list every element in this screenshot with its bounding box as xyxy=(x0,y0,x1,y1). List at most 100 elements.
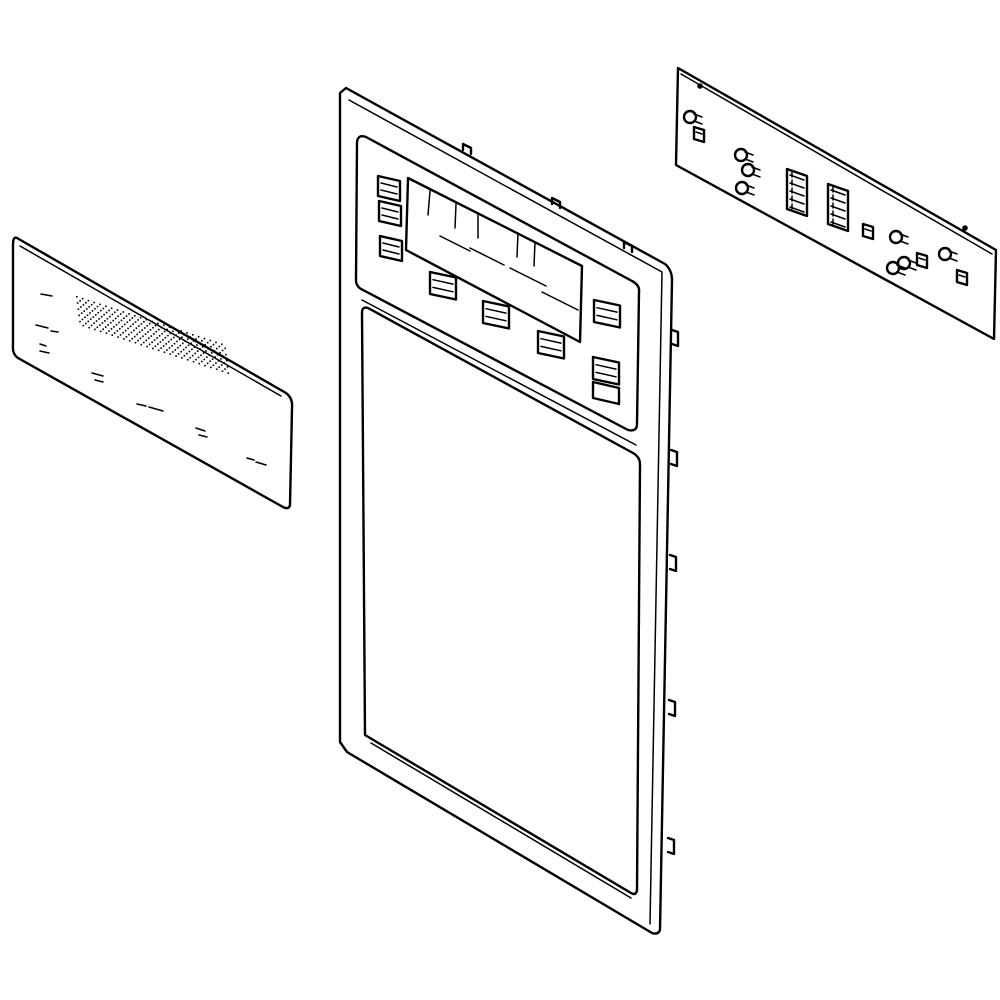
frame-outer-edge xyxy=(338,86,674,935)
panel-lower-button-3 xyxy=(536,329,566,360)
frame-upper-buttons xyxy=(376,174,404,263)
board-connector-8-pin xyxy=(864,228,872,232)
board-header-7-pin-3 xyxy=(830,202,846,212)
board-header-6-pin-1 xyxy=(789,171,805,181)
panel-lower-button-2-outline xyxy=(481,299,511,330)
frame-right-tab-3 xyxy=(668,553,678,573)
panel-lower-button-4 xyxy=(592,298,622,329)
panel-upper-button-1-outline xyxy=(376,174,402,203)
board-connector-2-body xyxy=(692,125,706,144)
control-area-outline xyxy=(354,134,641,432)
board-switch-1-cap xyxy=(682,109,698,125)
display-window-cutout xyxy=(404,176,584,344)
board-switch-9-cap xyxy=(888,229,904,245)
overlay-marking-5 xyxy=(136,403,164,412)
board-header-7-pin-5 xyxy=(830,218,846,228)
board-connector-13-pin xyxy=(958,274,966,278)
board-switch-5 xyxy=(734,180,755,196)
panel-upper-button-2-outline xyxy=(377,199,403,228)
board-switch-4-leads xyxy=(751,166,761,178)
board-header-7-pin-4 xyxy=(830,210,846,220)
panel-upper-button-1-detail xyxy=(380,182,398,195)
window-top-lip xyxy=(361,299,637,446)
board-header-7-pin-1 xyxy=(830,186,846,196)
panel-upper-button-3 xyxy=(378,234,404,263)
board-switch-12 xyxy=(937,246,958,262)
board-led-14-dot xyxy=(697,83,703,89)
board-switch-10 xyxy=(896,255,917,271)
board-switch-5-cap xyxy=(734,180,750,196)
overlay-button-markings xyxy=(35,293,267,466)
panel-lower-button-5 xyxy=(591,355,621,386)
board-connector-11 xyxy=(915,251,929,270)
board-header-6-pin-5 xyxy=(789,203,805,213)
board-header-6-pin-2 xyxy=(789,179,805,189)
panel-lower-button-3-detail xyxy=(540,337,562,352)
board-header-6 xyxy=(785,167,809,218)
overlay-marking-6 xyxy=(195,427,208,438)
board-header-6-housing xyxy=(785,167,809,218)
frame-mounting-tabs xyxy=(461,142,680,856)
window-opening xyxy=(360,306,642,896)
panel-lower-button-2 xyxy=(481,299,511,330)
overlay-marking-1 xyxy=(40,293,53,297)
board-switch-1-leads xyxy=(693,113,703,125)
overlay-display-dot-matrix xyxy=(76,296,230,374)
panel-lower-button-5-detail xyxy=(595,363,617,378)
control-panel-overlay xyxy=(11,236,294,510)
board-connector-8 xyxy=(861,222,875,241)
board-connector-11-pin xyxy=(918,257,926,261)
panel-lower-button-1 xyxy=(428,270,458,301)
frame-top-tab-2 xyxy=(550,196,562,210)
board-switch-16-leads xyxy=(896,264,906,276)
panel-upper-button-2 xyxy=(377,199,403,228)
board-led-14 xyxy=(697,83,703,89)
panel-lower-button-extra xyxy=(591,380,621,406)
control-circuit-board xyxy=(674,66,998,341)
frame-lower-buttons xyxy=(428,270,622,406)
dispenser-cover-frame xyxy=(338,86,680,935)
board-switch-16-cap xyxy=(885,260,901,276)
frame-top-tab-3 xyxy=(622,240,634,254)
panel-lower-button-3-outline xyxy=(536,329,566,360)
overlay-inner-edge xyxy=(19,245,282,397)
board-header-7-pin-2 xyxy=(830,194,846,204)
overlay-outline xyxy=(11,236,294,510)
panel-lower-button-5-outline xyxy=(591,355,621,386)
board-header-7 xyxy=(826,182,850,233)
frame-top-tab-1 xyxy=(461,142,473,156)
board-switch-4 xyxy=(740,162,761,178)
panel-upper-button-3-outline xyxy=(378,234,404,263)
board-switch-1 xyxy=(682,109,703,125)
board-connector-2-pin xyxy=(695,131,703,135)
board-switch-12-leads xyxy=(948,250,958,262)
display-window-ribs xyxy=(427,190,579,311)
panel-upper-button-1 xyxy=(376,174,402,203)
panel-lower-button-2-detail xyxy=(485,307,507,322)
overlay-marking-3 xyxy=(39,343,50,354)
board-header-7-housing xyxy=(826,182,850,233)
panel-lower-button-1-detail xyxy=(432,278,454,293)
overlay-marking-7 xyxy=(246,457,267,466)
board-connector-8-body xyxy=(861,222,875,241)
frame-right-tab-2 xyxy=(669,448,679,468)
board-switch-10-leads xyxy=(907,259,917,271)
panel-upper-button-2-detail xyxy=(381,207,399,220)
panel-upper-button-3-detail xyxy=(382,242,400,255)
board-edge xyxy=(680,73,993,255)
board-outline xyxy=(674,66,998,341)
board-switch-3 xyxy=(733,147,754,163)
panel-lower-button-1-outline xyxy=(428,270,458,301)
board-components xyxy=(682,83,969,287)
panel-lower-button-4-outline xyxy=(592,298,622,329)
board-switch-16 xyxy=(885,260,906,276)
board-led-15-dot xyxy=(962,225,968,231)
board-switch-9-leads xyxy=(899,233,909,245)
board-switch-12-cap xyxy=(937,246,953,262)
board-connector-13-body xyxy=(955,268,969,287)
board-connector-11-body xyxy=(915,251,929,270)
board-switch-4-cap xyxy=(740,162,756,178)
board-switch-3-leads xyxy=(744,151,754,163)
board-switch-5-leads xyxy=(745,184,755,196)
